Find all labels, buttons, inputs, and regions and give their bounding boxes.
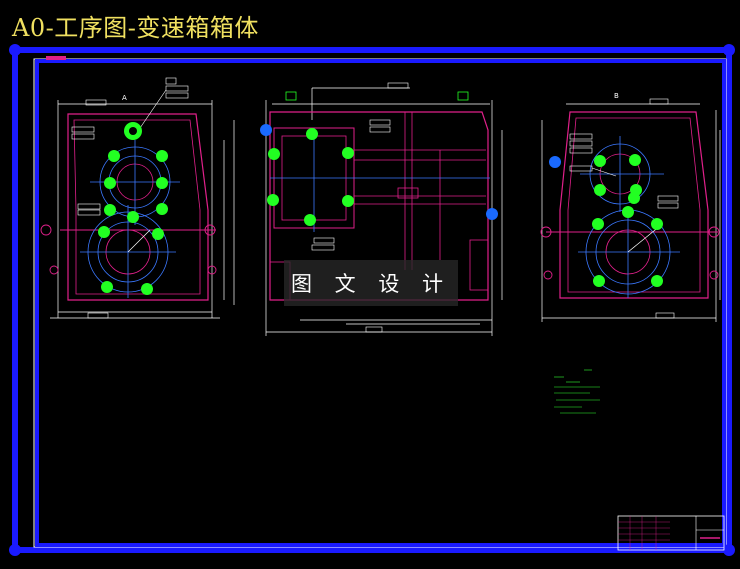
drawing-frame: [9, 44, 735, 556]
title-block: [617, 515, 725, 551]
view-label-a: A: [122, 94, 127, 102]
right-view-hole-markers: [592, 154, 663, 287]
watermark: 图 文 设 计: [284, 260, 458, 306]
drawing-title: A0-工序图-变速箱箱体: [12, 14, 259, 42]
center-view: [260, 82, 503, 336]
left-view: A: [40, 77, 235, 319]
technical-notes: [554, 369, 600, 414]
center-view-hole-markers: [267, 128, 354, 226]
view-label-b: B: [614, 92, 619, 100]
left-view-hole-markers: [98, 122, 168, 295]
right-view: B: [540, 92, 721, 322]
